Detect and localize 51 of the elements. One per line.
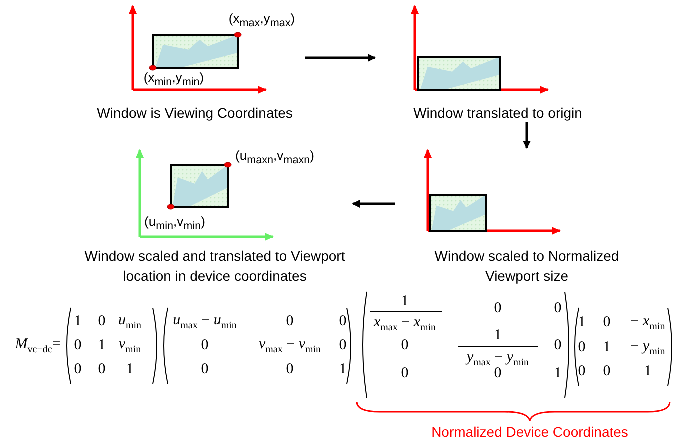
matrix-entry: 1: [401, 294, 409, 310]
matrix-entry: 0: [603, 314, 611, 332]
matrix-entry: 1: [126, 362, 134, 378]
matrix-entry: y$_{max}$ − y$_{min}$: [466, 350, 530, 368]
matrix-entry: 0: [74, 362, 82, 378]
matrix-entry: 0: [286, 362, 294, 378]
matrix-entry: v$_{min}$: [118, 336, 142, 356]
matrix-entry: − x$_{min}$: [630, 314, 666, 332]
coordinate-label: (x$_{max}$,y$_{max}$): [228, 11, 296, 30]
matrix-entry: 0: [494, 300, 502, 318]
matrix-entry: 0: [98, 314, 106, 330]
arrow: [305, 54, 376, 62]
matrix-entry: 0: [98, 362, 106, 378]
node-label: Window scaled and translated to Viewport location in device coordinates: [84, 247, 346, 286]
equation-label: M$_{vc−dc}$=: [15, 336, 61, 356]
matrix-entry: 0: [578, 364, 586, 380]
arrow: [523, 122, 531, 149]
matrix-entry: v$_{max}$ − v$_{min}$: [258, 336, 322, 356]
node-label: Window is Viewing Coordinates: [97, 104, 293, 123]
matrix-entry: 1: [494, 328, 502, 344]
matrix-entry: 0: [401, 338, 409, 354]
matrix-entry: x$_{max}$ − x$_{min}$: [374, 314, 436, 334]
matrix-entry: − y$_{min}$: [630, 338, 666, 358]
matrix-entry: 0: [339, 338, 347, 354]
matrix-entry: 1: [644, 364, 652, 380]
matrix-entry: 0: [74, 338, 82, 354]
matrix-entry: 1: [74, 314, 82, 330]
matrix-entry: 0: [339, 314, 347, 330]
matrix-entry: u$_{min}$: [118, 312, 142, 332]
matrix-entry: 1: [554, 366, 562, 382]
coordinate-label: (x$_{min}$,y$_{min}$): [144, 70, 204, 89]
coordinate-label: (u$_{maxn}$,v$_{maxn}$): [236, 148, 314, 167]
matrix-entry: 0: [286, 314, 294, 330]
node-label: Window translated to origin: [414, 104, 582, 123]
arrow: [352, 200, 395, 208]
matrix-entry: 1: [603, 340, 611, 356]
matrix-entry: 1: [339, 362, 347, 378]
matrix-entry: 0: [401, 366, 409, 382]
matrix-entry: 0: [554, 300, 562, 318]
node-label: Window scaled to Normalized Viewport size: [434, 247, 620, 286]
matrix-entry: 0: [201, 338, 209, 354]
matrix-entry: 0: [494, 366, 502, 382]
matrix-entry: 1: [98, 338, 106, 354]
matrix-entry: 0: [578, 340, 586, 356]
matrix-entry: 0: [201, 362, 209, 378]
matrix-entry: 0: [554, 338, 562, 354]
coordinate-label: (u$_{min}$,v$_{min}$): [144, 214, 206, 233]
matrix-entry: u$_{max}$ − u$_{min}$: [173, 312, 237, 332]
matrix-entry: 0: [603, 364, 611, 380]
brace-label: Normalized Device Coordinates: [432, 424, 628, 440]
matrix-entry: 1: [578, 314, 586, 332]
